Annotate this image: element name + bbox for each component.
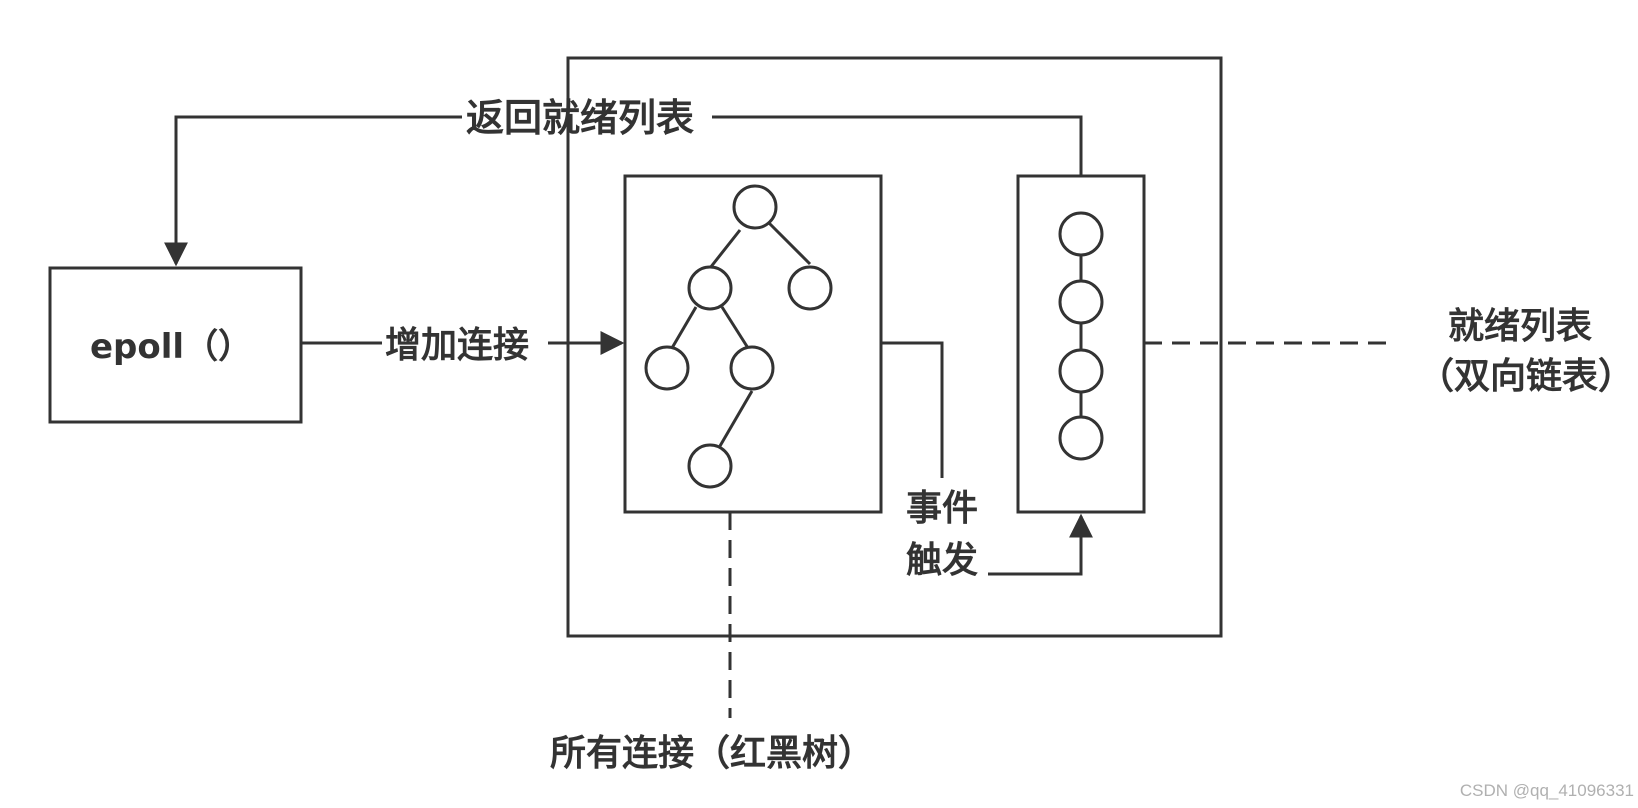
return-ready-list-arrow — [164, 115, 462, 267]
ready-list-subtitle: （双向链表） — [1418, 356, 1634, 397]
watermark: CSDN @qq_41096331 — [1460, 781, 1634, 800]
rb-tree-node — [687, 443, 733, 489]
ready-list-node — [1058, 415, 1104, 461]
return-ready-list-line-right — [712, 115, 1083, 176]
rb-tree-node — [687, 265, 733, 311]
rb-tree-node — [787, 265, 833, 311]
epoll-call-box — [48, 266, 303, 424]
rb-tree-edges — [670, 220, 812, 447]
rb-tree-node — [729, 345, 775, 391]
add-connection-label: 增加连接 — [385, 325, 529, 366]
all-connections-label: 所有连接（红黑树） — [550, 733, 874, 774]
event-trigger-label-line1: 事件 — [906, 488, 978, 529]
ready-list-node — [1058, 211, 1104, 257]
ready-list-title: 就绪列表 — [1448, 306, 1592, 347]
event-trigger-label-line2: 触发 — [906, 540, 978, 581]
epoll-call-label: epoll（） — [90, 327, 252, 367]
ready-list-node — [1058, 348, 1104, 394]
rb-tree-root-node — [732, 184, 778, 230]
event-trigger-line-top — [881, 341, 944, 478]
return-ready-list-label: 返回就绪列表 — [466, 96, 694, 140]
event-trigger-arrow — [988, 513, 1093, 576]
ready-list-node — [1058, 279, 1104, 325]
epoll-instance-box — [566, 56, 1223, 638]
rb-tree-node — [644, 345, 690, 391]
